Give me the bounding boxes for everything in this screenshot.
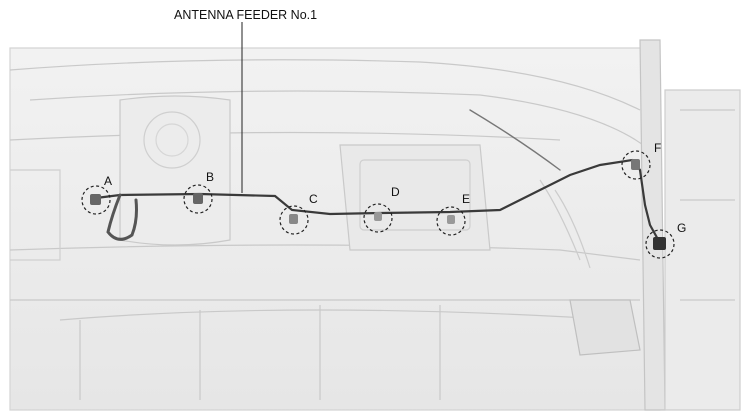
- diagram-title: ANTENNA FEEDER No.1: [174, 8, 317, 22]
- callout-circle-E: [436, 206, 466, 236]
- callout-circle-F: [621, 150, 651, 180]
- callout-label-E: E: [462, 192, 470, 206]
- callout-F: F: [621, 141, 661, 180]
- callout-circle-D: [363, 203, 393, 233]
- callout-label-A: A: [104, 174, 112, 188]
- callout-label-D: D: [391, 185, 400, 199]
- callout-C: C: [279, 192, 318, 235]
- callout-label-G: G: [677, 221, 686, 235]
- callout-label-B: B: [206, 170, 214, 184]
- callout-circle-C: [279, 205, 309, 235]
- callout-label-F: F: [654, 141, 661, 155]
- callout-E: E: [436, 192, 470, 236]
- callout-G: G: [645, 221, 686, 259]
- callout-circle-B: [183, 184, 213, 214]
- callout-B: B: [183, 170, 214, 214]
- clip-markers: [90, 159, 666, 250]
- callout-circle-A: [81, 185, 111, 215]
- callout-circle-G: [645, 229, 675, 259]
- callout-label-C: C: [309, 192, 318, 206]
- dashboard-ghost: [9, 39, 741, 411]
- antenna-feeder-cable: [94, 109, 662, 245]
- callout-A: A: [81, 174, 112, 215]
- callout-D: D: [363, 185, 400, 233]
